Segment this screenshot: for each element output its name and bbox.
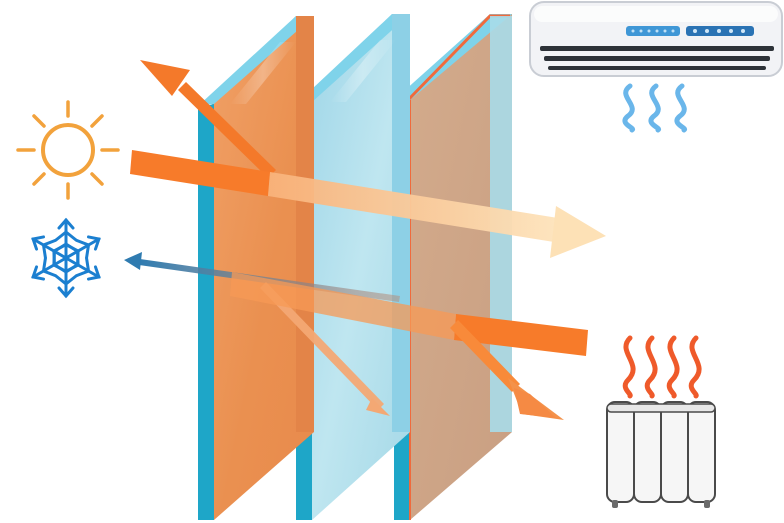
cool-air-waves-icon [622,83,688,133]
heat-waves-icon [622,335,702,399]
reflected-solar-arrow [140,60,276,178]
sun-icon [16,100,120,200]
air-conditioner-icon [529,1,783,77]
incoming-solar-arrow [130,150,270,196]
indoor-heat-arrow [230,272,588,356]
heat-to-radiator-arrow [450,320,564,420]
snowflake-icon [26,217,106,298]
radiator-icon [606,401,716,508]
pane-inner [394,14,512,520]
pane-outer [198,16,314,520]
transmitted-light-arrow [268,172,606,258]
heat-reflected-down-arrow [260,282,390,416]
